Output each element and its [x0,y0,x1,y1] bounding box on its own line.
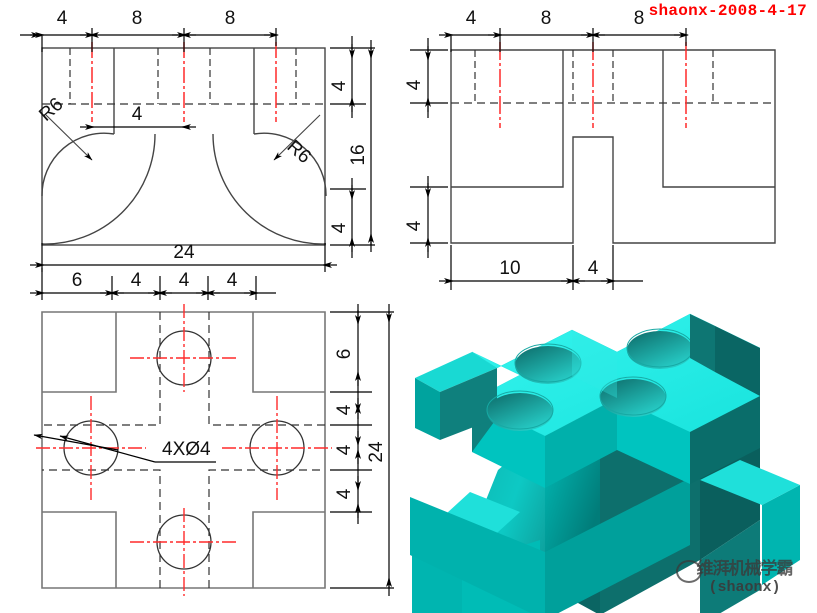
side-view: 4 8 8 4 4 10 4 [404,8,776,290]
watermark: 维湃机械学霸 (shaonx) [672,560,817,610]
front-radius-right: R6 [283,136,315,168]
author-date-stamp: shaonx-2008-4-17 [648,2,807,20]
front-subdim-4: 4 [227,270,238,291]
top-rightdim-4: 4 [334,488,355,499]
top-view: 4XØ4 6 4 4 4 24 [33,304,394,596]
top-right-overall: 24 [366,441,387,463]
side-botdim-1: 10 [499,258,520,279]
top-rightdim-3: 4 [334,444,355,455]
top-rightdim-2: 4 [334,404,355,415]
side-leftdim-2: 4 [404,220,425,231]
front-subdim-1: 6 [72,270,83,291]
isometric-view [410,313,800,613]
front-topdim-3: 8 [225,8,236,29]
front-subdim-3: 4 [179,270,190,291]
side-botdim-2: 4 [588,258,599,279]
hole-note: 4XØ4 [162,439,211,460]
side-topdim-3: 8 [634,8,645,29]
front-rightdim-1: 4 [329,80,350,91]
front-subdim-2: 4 [131,270,142,291]
watermark-cn: 维湃机械学霸 [696,559,794,579]
watermark-logo-icon [676,560,702,583]
side-topdim-1: 4 [466,8,477,29]
front-inner-dim: 4 [132,104,143,125]
front-rightdim-2: 4 [329,222,350,233]
front-right-overall: 16 [348,144,369,165]
front-topdim-2: 8 [132,8,143,29]
front-radius-left: R6 [35,94,67,126]
front-view: 4 8 8 4 R6 R6 24 [20,8,375,300]
side-topdim-2: 8 [541,8,552,29]
watermark-en: (shaonx) [708,579,781,596]
side-leftdim-1: 4 [404,79,425,90]
top-rightdim-1: 6 [334,349,355,360]
front-overall-width: 24 [173,242,195,263]
front-topdim-1: 4 [57,8,68,29]
